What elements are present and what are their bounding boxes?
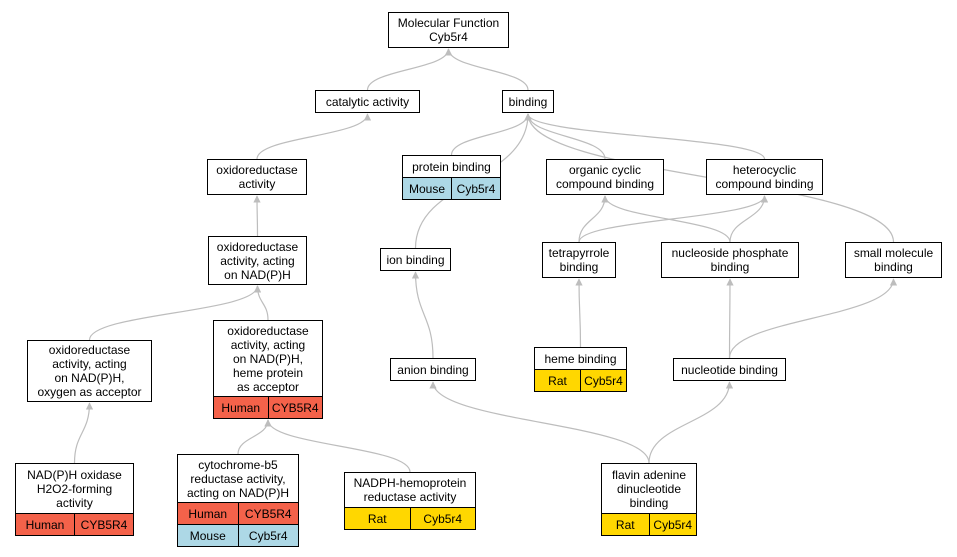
annotation-row: Mouse Cyb5r4 [178,524,298,546]
node-small-molecule-binding[interactable]: small molecule binding [845,242,942,278]
edge-protein_binding-to-binding [450,113,532,156]
edge-anion_binding-to-ion_binding [411,271,434,359]
edge-nucleotide_binding-to-nucleoside_phosphate [726,278,734,359]
gene-label: Cyb5r4 [648,514,696,535]
gene-label: Cyb5r4 [580,370,626,391]
edge-ox_heme-to-ox_nadph [253,285,269,321]
node-molecular-function[interactable]: Molecular Function Cyb5r4 [388,12,509,48]
edge-tetrapyrrole-to-heterocyclic [578,195,769,243]
node-label: heterocyclic compound binding [715,163,814,191]
annotation-row: Human CYB5R4 [214,396,322,418]
node-tetrapyrrole-binding[interactable]: tetrapyrrole binding [542,242,616,278]
species-label: Mouse [403,178,451,199]
species-label: Rat [602,514,649,535]
node-label: ion binding [386,252,445,267]
species-label: Human [178,503,238,524]
annotation-row: Human CYB5R4 [16,513,133,535]
edge-heme_binding-to-tetrapyrrole [575,278,583,348]
node-ion-binding[interactable]: ion binding [380,248,451,271]
edge-oxidoreductase-to-catalytic [256,113,372,160]
edge-ox_oxygen-to-ox_nadph [88,285,262,341]
edge-cyt_b5-to-ox_heme [237,419,272,455]
edge-nucleotide_binding-to-small_molecule [728,278,898,359]
gene-label: Cyb5r4 [409,508,475,529]
edge-catalytic-to-mf [366,48,453,91]
node-label: nucleoside phosphate binding [671,246,789,274]
node-organic-cyclic-compound-binding[interactable]: organic cyclic compound binding [546,159,664,195]
node-label: heme binding [544,351,617,366]
node-catalytic-activity[interactable]: catalytic activity [315,90,420,113]
node-oxidoreductase-oxygen-acceptor[interactable]: oxidoreductase activity, acting on NAD(P… [27,340,152,402]
node-oxidoreductase-nadph[interactable]: oxidoreductase activity, acting on NAD(P… [208,236,307,285]
node-label: binding [508,94,548,109]
edge-nadph_oxidase-to-ox_oxygen [73,402,94,464]
gene-label: CYB5R4 [267,397,322,418]
node-label: flavin adenine dinucleotide binding [611,467,687,510]
node-protein-binding[interactable]: protein binding Mouse Cyb5r4 [402,155,501,200]
gene-label: CYB5R4 [74,514,133,535]
annotation-row: Human CYB5R4 [178,502,298,524]
gene-label: Cyb5r4 [237,525,298,546]
node-nadph-hemoprotein-reductase[interactable]: NADPH-hemoprotein reductase activity Rat… [344,472,476,530]
node-label: oxidoreductase activity, acting on NAD(P… [216,239,299,282]
node-label: organic cyclic compound binding [555,163,655,191]
node-label: anion binding [397,362,469,377]
node-label: oxidoreductase activity [216,163,298,191]
edge-nucleoside_phosphate-to-heterocyclic [729,195,769,243]
annotation-row: Rat Cyb5r4 [535,369,626,391]
edge-binding-to-mf [444,48,529,91]
edge-tetrapyrrole-to-organic_cyclic [578,195,609,243]
node-cytochrome-b5-reductase[interactable]: cytochrome-b5 reductase activity, acting… [177,454,299,547]
node-label: small molecule binding [853,246,934,274]
node-label: tetrapyrrole binding [548,246,610,274]
gene-label: Cyb5r4 [451,178,500,199]
node-label: protein binding [412,159,491,174]
node-nadph-oxidase[interactable]: NAD(P)H oxidase H2O2-forming activity Hu… [15,463,134,536]
edge-nucleoside_phosphate-to-organic_cyclic [601,195,731,243]
annotation-row: Rat Cyb5r4 [345,507,475,529]
node-nucleotide-binding[interactable]: nucleotide binding [673,358,786,381]
gene-label: CYB5R4 [237,503,298,524]
node-nucleoside-phosphate-binding[interactable]: nucleoside phosphate binding [661,242,799,278]
node-anion-binding[interactable]: anion binding [390,358,476,381]
edge-organic_cyclic-to-binding [524,113,606,160]
node-fad-binding[interactable]: flavin adenine dinucleotide binding Rat … [601,463,697,536]
node-label: oxidoreductase activity, acting on NAD(P… [37,343,142,399]
node-oxidoreductase-activity[interactable]: oxidoreductase activity [207,159,307,195]
node-label: catalytic activity [325,94,410,109]
node-binding[interactable]: binding [502,90,554,113]
edge-nadph_hemoprotein-to-ox_heme [264,419,411,473]
species-label: Rat [345,508,410,529]
node-label: nucleotide binding [681,362,778,377]
species-label: Mouse [178,525,238,546]
edge-fad_binding-to-nucleotide_binding [648,381,734,464]
node-label: NAD(P)H oxidase H2O2-forming activity [27,467,122,510]
node-label: NADPH-hemoprotein reductase activity [353,476,467,504]
node-heme-binding[interactable]: heme binding Rat Cyb5r4 [534,347,627,392]
node-oxidoreductase-heme-acceptor[interactable]: oxidoreductase activity, acting on NAD(P… [213,320,323,419]
species-label: Rat [535,370,580,391]
node-heterocyclic-compound-binding[interactable]: heterocyclic compound binding [706,159,823,195]
node-label: oxidoreductase activity, acting on NAD(P… [227,323,309,394]
annotation-row: Rat Cyb5r4 [602,513,696,535]
species-label: Human [16,514,74,535]
annotation-row: Mouse Cyb5r4 [403,177,500,199]
node-label: cytochrome-b5 reductase activity, acting… [186,457,290,500]
node-label: Molecular Function Cyb5r4 [397,16,500,44]
edge-heterocyclic-to-binding [524,113,766,160]
edge-fad_binding-to-anion_binding [429,381,650,464]
edge-ox_nadph-to-oxidoreductase [253,195,261,237]
species-label: Human [214,397,268,418]
